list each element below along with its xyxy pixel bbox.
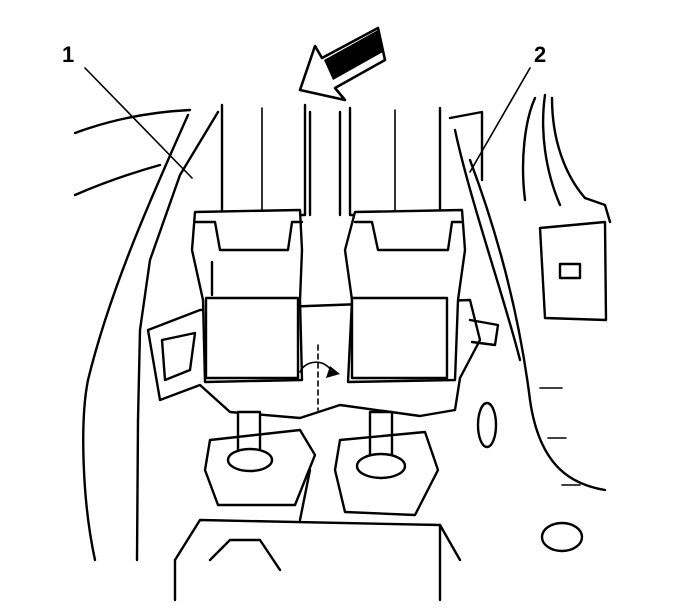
grommet xyxy=(540,521,584,553)
lower-fasteners xyxy=(203,410,440,517)
left-connector xyxy=(190,208,304,384)
callout-2-label: 2 xyxy=(534,42,546,67)
callout-1-label: 1 xyxy=(62,42,74,67)
leader-lines xyxy=(84,67,531,179)
console-housing xyxy=(73,108,607,562)
wire-harness xyxy=(521,93,612,322)
lower-structure xyxy=(173,468,462,602)
direction-arrow-icon xyxy=(298,26,387,102)
right-connector xyxy=(343,208,467,384)
rotation-arrow-icon xyxy=(299,344,340,411)
column-shafts xyxy=(220,103,484,217)
